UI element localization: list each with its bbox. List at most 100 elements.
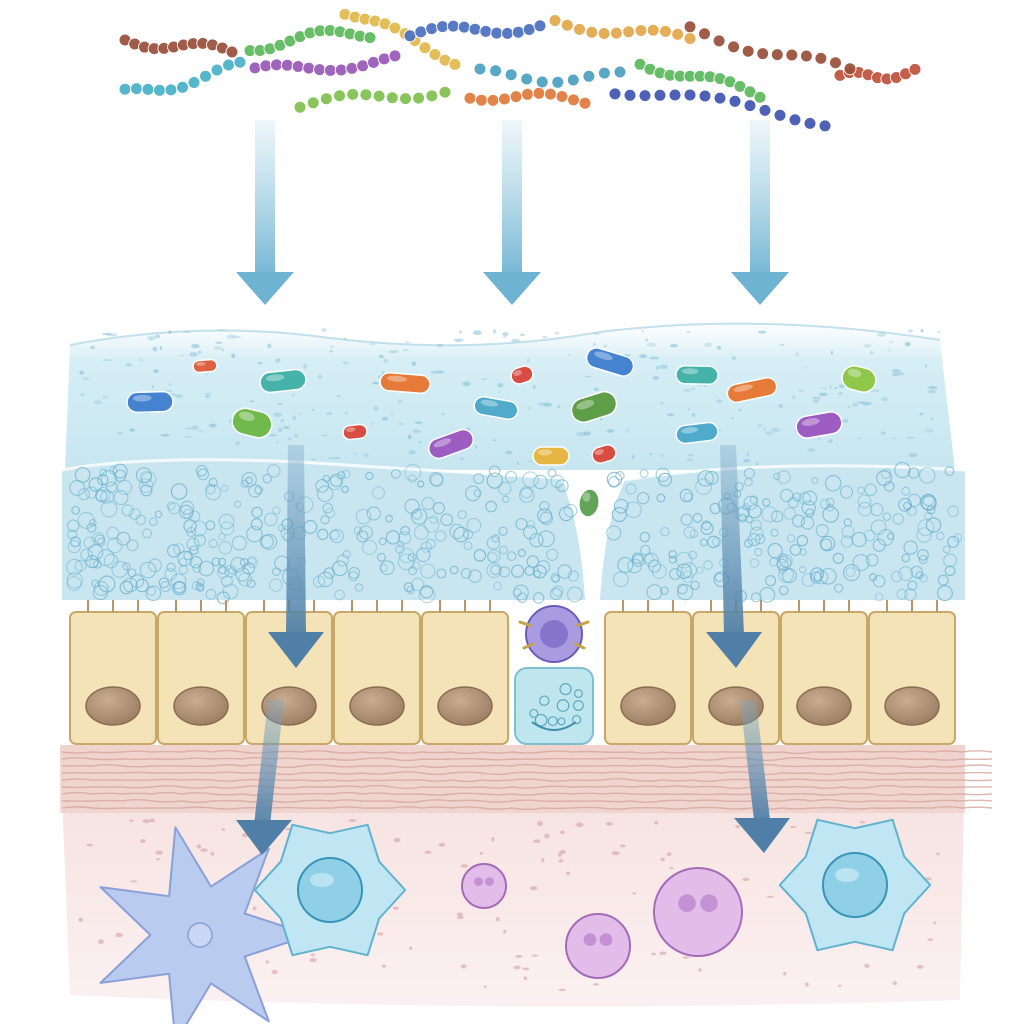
bacterium-bead [814,51,828,65]
bacterium-bead [698,89,712,103]
bacterium-bead [743,85,757,99]
bacterial-chain [118,33,239,59]
bacterium-bead [522,23,536,36]
bacterium-bead [473,62,487,76]
bacterial-chain [118,55,247,97]
bacterium-bead [291,60,305,73]
bacterium-bead [222,58,235,72]
microbe [192,358,218,374]
bacterium-bead [511,25,525,39]
bacterial-chain [403,19,547,43]
macrophage-nucleus [297,857,363,923]
bacterium-bead [773,108,787,122]
microbe [532,446,570,466]
bacterial-chain [473,62,627,89]
intraepithelial-lymphocyte [518,605,590,663]
bacterial-chain [633,57,767,104]
nucleus [173,686,229,726]
microbe [585,347,635,377]
bacterium-bead [498,92,511,106]
bacterium-bead [233,55,247,69]
bacterium-bead [367,55,380,69]
bacterium-bead [334,63,348,77]
bacterium-bead [501,26,514,40]
bacterium-bead [609,26,623,40]
bacterium-bead [585,25,599,39]
bacterium-bead [727,40,741,54]
bacterial-chain [243,24,377,58]
bacterium-bead [259,59,273,73]
bacterium-bead [683,88,697,102]
microbe [591,444,617,464]
bacterium-bead [118,82,132,96]
bacterium-bead [448,57,462,71]
bacterium-bead [164,83,178,97]
bacterium-bead [741,44,755,58]
bacterium-bead [818,119,832,133]
bacterium-bead [634,24,648,37]
bacterium-bead [799,49,813,63]
bacterium-bead [829,56,842,70]
bacterium-bead [753,90,767,104]
epithelial-cell [157,600,245,745]
bacterium-bead [372,89,386,103]
bacterial-chain [548,14,697,45]
bacterium-bead [560,18,574,32]
microbe [428,428,474,460]
bacterium-bead [756,47,770,61]
microbe [379,372,431,394]
microbe [795,411,843,439]
bacterium-bead [613,65,627,79]
bacterium-bead [582,69,596,83]
bacterium-bead [533,19,547,33]
arrow-left [236,120,294,305]
nucleus [85,686,141,726]
inner-mucus-layer [61,458,966,605]
bacterial-chain [293,85,452,114]
lymphocyte [653,867,743,957]
outer-mucus-layer [65,322,955,470]
bacterium-bead [323,63,337,77]
bacterium-bead [356,59,370,73]
goblet-cell [514,667,594,745]
nucleus [620,686,676,726]
bacterium-bead [345,61,359,75]
arrow-center [483,120,541,305]
lymphocyte [461,863,507,909]
dendritic-nucleus [187,922,213,948]
bacterium-bead [551,75,565,89]
microbe [231,407,273,439]
bacterium-bead [388,21,402,35]
arrow-tissue-left [236,700,292,855]
bacterium-bead [280,58,294,72]
microbe [510,365,534,385]
bacterium-bead [646,23,660,37]
macrophage [253,823,407,957]
bacterium-bead [428,48,442,61]
microbe [578,488,600,518]
bacterium-bead [475,93,488,107]
epithelial-cell [780,600,868,745]
microbe [841,365,877,393]
bacterium-bead [388,49,402,63]
bacterium-bead [486,93,500,107]
bacterium-bead [463,91,477,105]
bacterium-bead [403,29,417,43]
bacterium-bead [130,82,143,96]
bacterium-bead [504,68,518,82]
bacterium-bead [520,72,534,86]
bacterium-bead [306,96,320,110]
bacterium-bead [414,25,428,39]
bacterium-bead [399,92,412,106]
microbe [675,364,719,386]
bacterium-bead [843,62,857,76]
bacterium-bead [597,66,611,80]
nucleus [349,686,405,726]
bacterium-bead [385,91,399,105]
mucus-microbes [126,347,877,518]
bacterium-bead [544,87,557,101]
epithelial-cell [421,600,509,745]
bacterium-bead [578,96,592,110]
bacterium-bead [788,113,802,127]
